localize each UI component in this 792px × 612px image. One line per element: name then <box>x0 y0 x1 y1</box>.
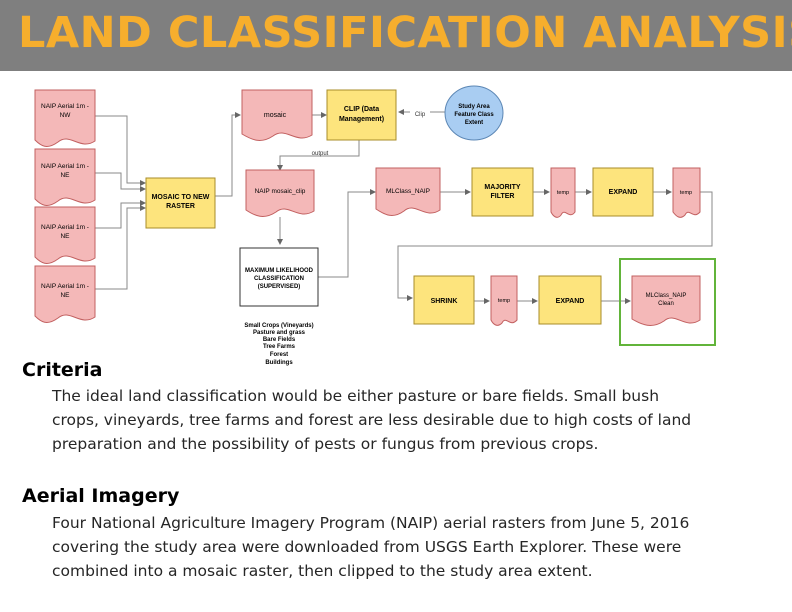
naip-input-nw: NAIP Aerial 1m - NW <box>34 89 96 147</box>
input-sublabel-2: NE <box>60 172 70 179</box>
naip-input-ne-3: NAIP Aerial 1m - NE <box>34 265 96 323</box>
input-sublabel-4: NE <box>60 292 70 299</box>
temp-output-1: temp <box>550 167 576 218</box>
temp-output-3: temp <box>490 275 518 326</box>
mosaic-output: mosaic <box>241 89 313 141</box>
workflow-diagram: NAIP Aerial 1m - NW NAIP Aerial 1m - NE … <box>34 85 716 366</box>
class-item: Pasture and grass <box>253 330 306 336</box>
expand-label: EXPAND <box>609 189 638 196</box>
study-area-label-2: Feature Class <box>454 112 494 118</box>
aerial-heading: Aerial Imagery <box>22 485 180 507</box>
criteria-paragraph: The ideal land classification would be e… <box>52 384 777 456</box>
mlc-label-2: CLASSIFICATION <box>254 276 304 282</box>
clip-tool-label-2: Management) <box>339 116 384 123</box>
clip-tool-label-1: CLIP (Data <box>344 106 379 113</box>
majority-label-1: MAJORITY <box>484 184 521 191</box>
mlclass-label: MLClass_NAIP <box>386 188 430 195</box>
input-sublabel-1: NW <box>60 112 72 119</box>
output-edge-label: output <box>312 151 329 157</box>
expand-label: EXPAND <box>556 298 585 305</box>
final-label-1: MLClass_NAIP <box>646 293 687 299</box>
final-output: MLClass_NAIP Clean <box>619 258 716 346</box>
naip-input-ne-2: NAIP Aerial 1m - NE <box>34 206 96 264</box>
input-label-1: NAIP Aerial 1m - <box>41 103 89 110</box>
class-item: Buildings <box>265 360 293 366</box>
shrink-tool: SHRINK <box>413 275 475 325</box>
study-area-input: Study Area Feature Class Extent <box>444 85 504 141</box>
criteria-heading: Criteria <box>22 359 103 381</box>
naip-input-ne-1: NAIP Aerial 1m - NE <box>34 148 96 206</box>
final-highlight-frame <box>619 258 716 346</box>
criteria-line: crops, vineyards, tree farms and forest … <box>52 411 692 429</box>
majority-filter-tool: MAJORITY FILTER <box>471 167 534 217</box>
mosaic-tool-label-1: MOSAIC TO NEW <box>152 194 210 201</box>
study-area-label-1: Study Area <box>458 104 490 110</box>
class-item: Tree Farms <box>263 344 296 350</box>
mlc-tool: MAXIMUM LIKELIHOOD CLASSIFICATION (SUPER… <box>239 247 319 307</box>
expand-tool-2: EXPAND <box>538 275 602 325</box>
criteria-line: preparation and the possibility of pests… <box>52 435 599 453</box>
input-label-4: NAIP Aerial 1m - <box>41 283 89 290</box>
temp-label: temp <box>557 190 569 196</box>
study-area-label-3: Extent <box>465 120 483 126</box>
aerial-line: combined into a mosaic raster, then clip… <box>52 562 593 580</box>
criteria-line: The ideal land classification would be e… <box>52 387 660 405</box>
mosaic-output-label: mosaic <box>264 112 287 119</box>
temp-label: temp <box>680 190 692 196</box>
class-list: Small Crops (Vineyards) Pasture and gras… <box>244 323 313 366</box>
shrink-label: SHRINK <box>431 298 458 305</box>
aerial-line: Four National Agriculture Imagery Progra… <box>52 514 690 532</box>
mlclass-output: MLClass_NAIP <box>375 167 441 216</box>
expand-tool-1: EXPAND <box>592 167 654 217</box>
final-label-2: Clean <box>658 301 674 307</box>
title-bar: LAND CLASSIFICATION ANALYSIS <box>0 0 792 71</box>
naip-mosaic-clip: NAIP mosaic_clip <box>245 169 315 217</box>
majority-label-2: FILTER <box>491 193 515 200</box>
mosaic-tool: MOSAIC TO NEW RASTER <box>145 177 216 229</box>
connectors <box>95 109 713 304</box>
clip-edge-label: Clip <box>415 112 426 118</box>
aerial-paragraph: Four National Agriculture Imagery Progra… <box>52 511 777 583</box>
input-sublabel-3: NE <box>60 233 70 240</box>
mosaic-tool-label-2: RASTER <box>166 203 195 210</box>
mlc-label-1: MAXIMUM LIKELIHOOD <box>245 268 314 274</box>
class-item: Bare Fields <box>263 337 296 343</box>
temp-label: temp <box>498 298 510 304</box>
raster-shape <box>34 89 96 147</box>
class-item: Forest <box>270 352 288 358</box>
clip-tool: CLIP (Data Management) <box>326 89 397 141</box>
naip-clip-label: NAIP mosaic_clip <box>255 188 306 195</box>
mlc-label-3: (SUPERVISED) <box>258 284 301 290</box>
temp-output-2: temp <box>672 167 701 218</box>
input-label-2: NAIP Aerial 1m - <box>41 163 89 170</box>
input-label-3: NAIP Aerial 1m - <box>41 224 89 231</box>
aerial-line: covering the study area were downloaded … <box>52 538 682 556</box>
page-title: LAND CLASSIFICATION ANALYSIS <box>18 8 792 58</box>
class-item: Small Crops (Vineyards) <box>244 323 313 329</box>
